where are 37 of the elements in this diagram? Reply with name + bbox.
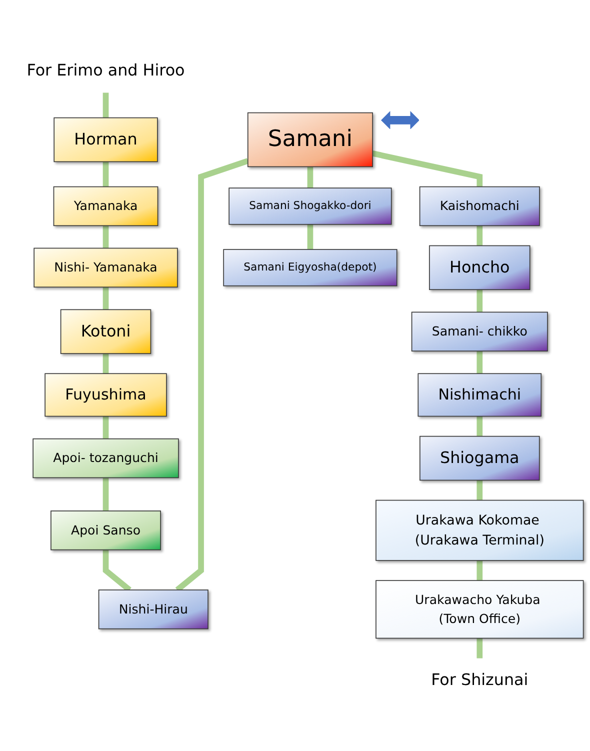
connector: [102, 478, 109, 511]
node-box: Urakawa Kokomae (Urakawa Terminal): [376, 500, 584, 561]
node-box: Samani- chikko: [411, 312, 548, 352]
node-box: Nishi-Hirau: [98, 590, 208, 630]
node-box: Apoi- tozanguchi: [32, 438, 179, 478]
connector: [307, 166, 314, 188]
connector: [102, 162, 109, 187]
node-text: For Erimo and Hiroo: [26, 61, 185, 80]
connector: [102, 416, 109, 439]
connector: [102, 226, 109, 248]
node-box: Urakawacho Yakuba (Town Office): [376, 580, 584, 639]
connector: [307, 224, 314, 250]
node-box: Honcho: [429, 245, 530, 290]
connector: [476, 480, 483, 500]
connector: [476, 290, 483, 312]
connector: [102, 92, 109, 118]
connector: [476, 351, 483, 374]
node-box: Nishimachi: [418, 373, 542, 417]
node-box: Fuyushima: [44, 373, 167, 417]
node-box: Samani: [247, 112, 373, 168]
connector: [476, 638, 483, 658]
node-box: Samani Shogakko-dori: [228, 188, 392, 225]
node-box: Apoi Sanso: [50, 510, 161, 550]
node-text: For Shizunai: [431, 670, 528, 690]
node-box: Yamanaka: [53, 186, 158, 226]
connector: [476, 226, 483, 246]
node-box: Kaishomachi: [419, 186, 540, 226]
connector: [102, 354, 109, 374]
connector: [476, 560, 483, 581]
connector: [476, 416, 483, 436]
node-box: Shiogama: [420, 436, 540, 481]
node-box: Samani Eigyosha(depot): [223, 249, 398, 286]
connector: [102, 287, 109, 310]
node-box: Horman: [54, 117, 158, 162]
node-box: Kotoni: [60, 309, 152, 354]
node-box: Nishi- Yamanaka: [34, 248, 178, 288]
connector: [372, 150, 483, 187]
